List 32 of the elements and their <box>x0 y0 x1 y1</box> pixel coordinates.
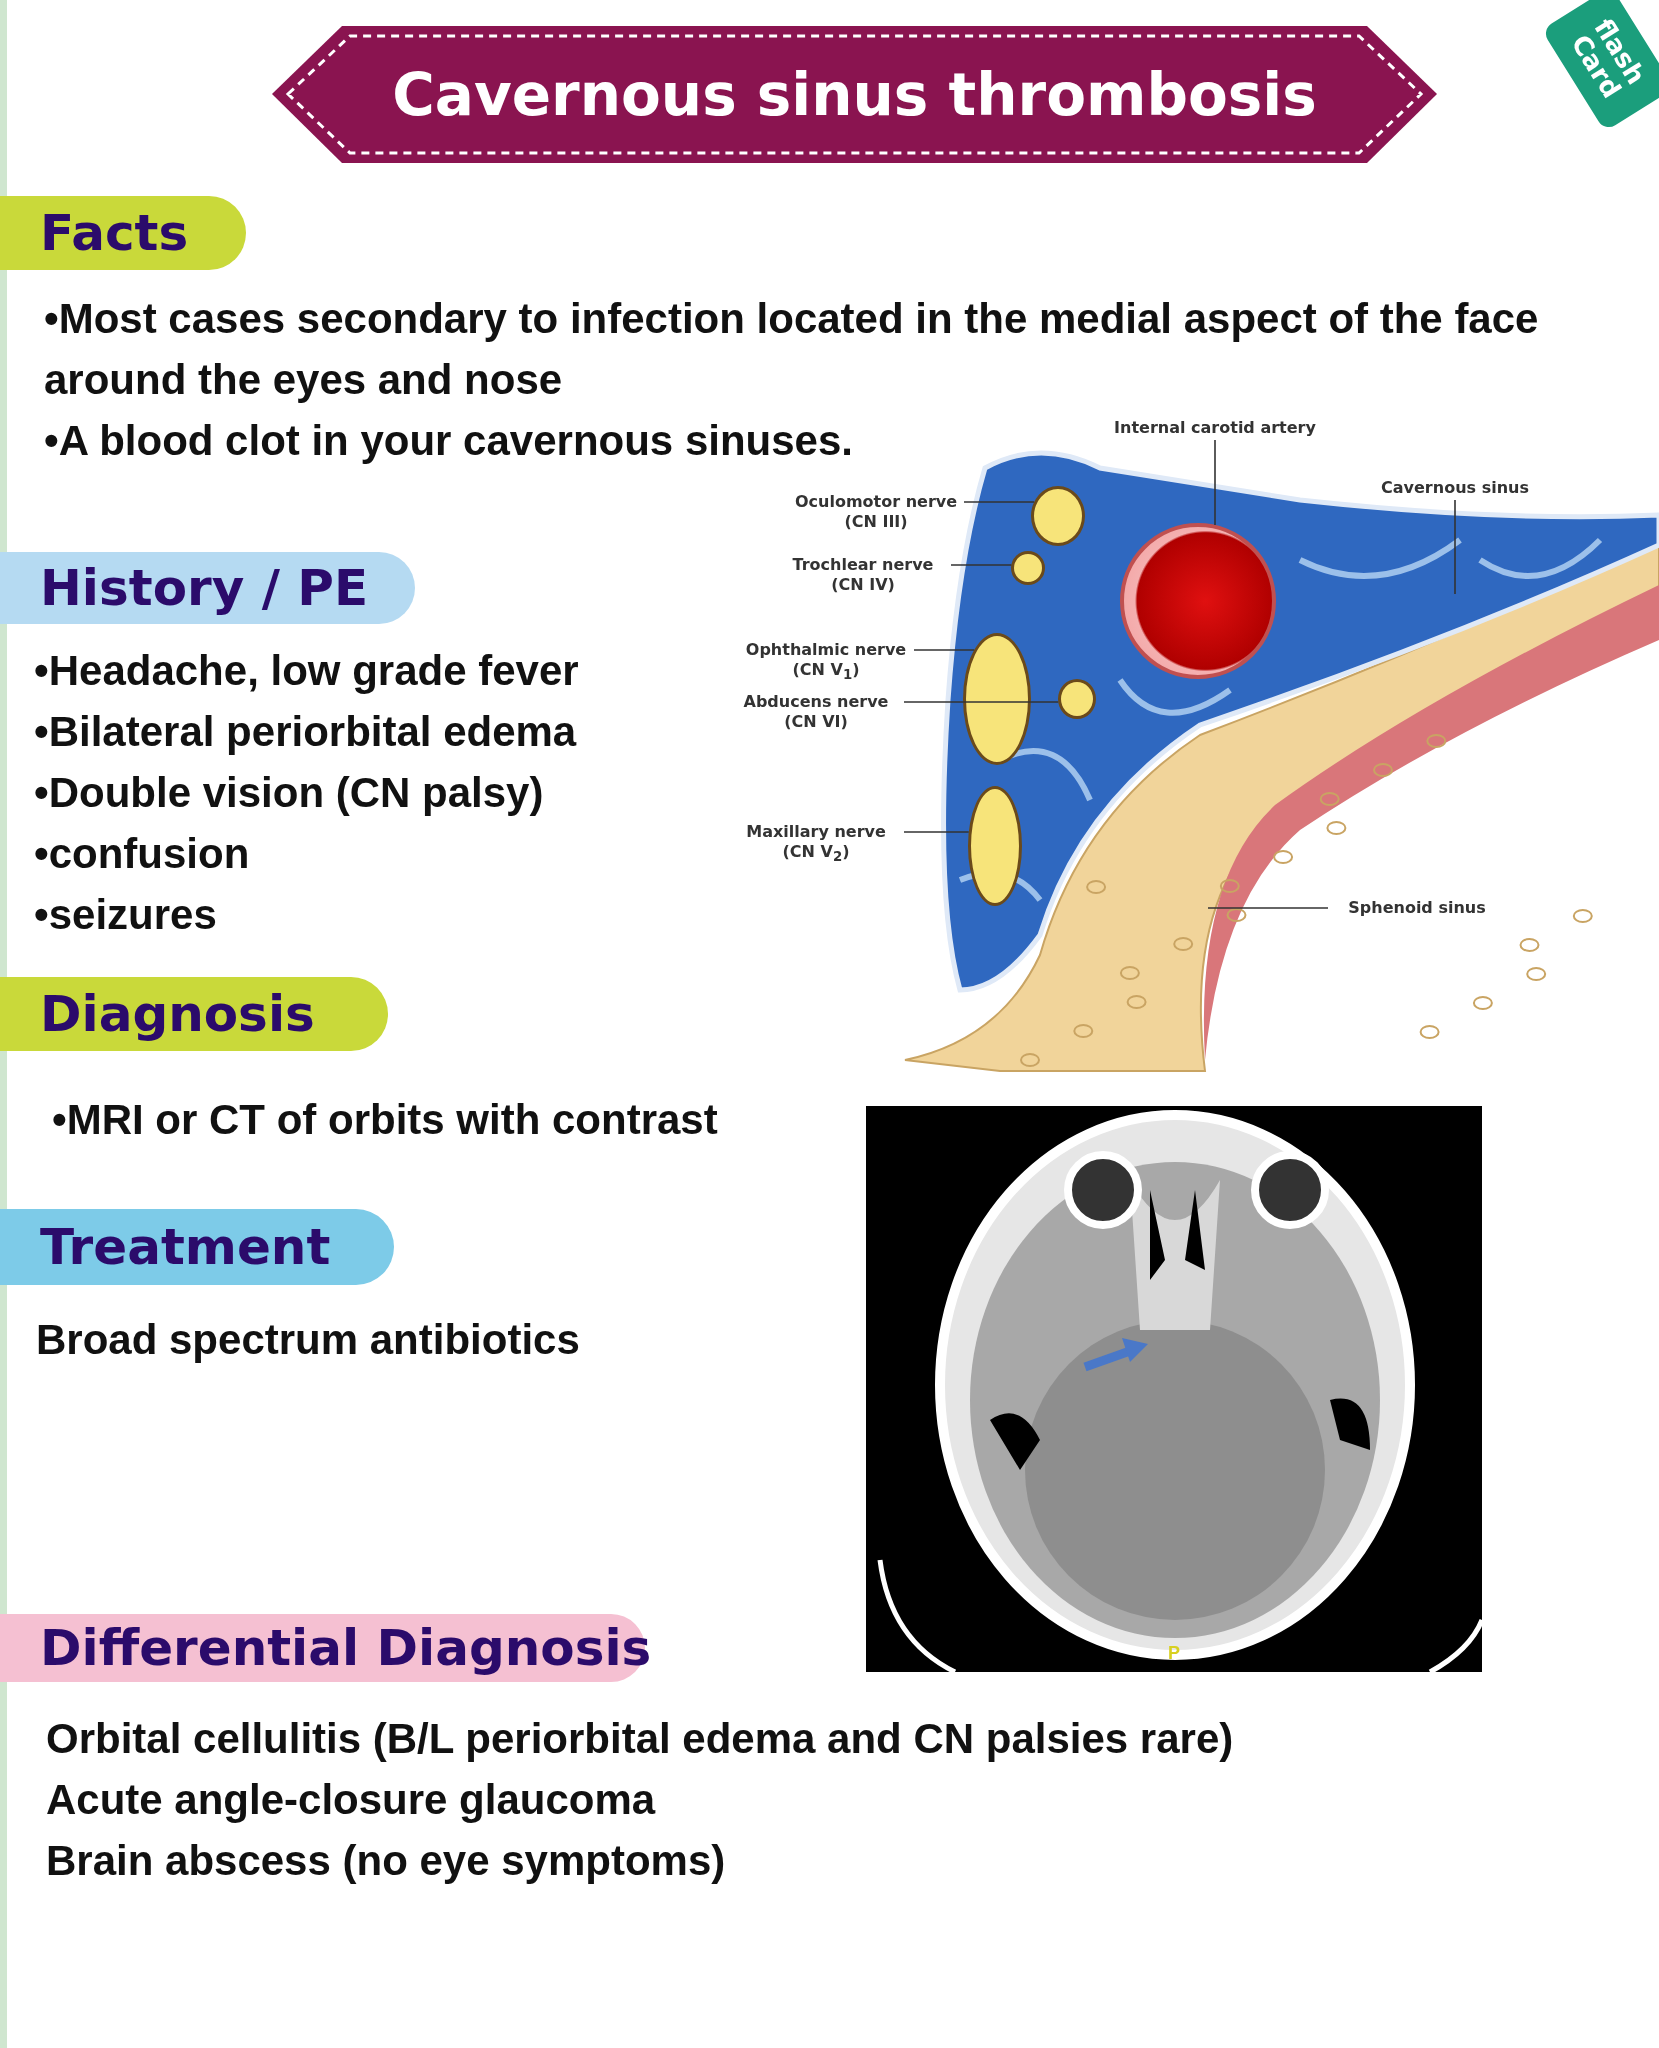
bullet-text: •seizures <box>34 890 218 940</box>
part-label: Maxillary nerve (CN V$_{2}$) <box>732 822 900 868</box>
part-label: Sphenoid sinus <box>1332 898 1502 918</box>
section-heading: Diagnosis <box>0 977 388 1051</box>
part-label: Internal carotid artery <box>1100 418 1330 438</box>
part-label: Ophthalmic nerve (CN V$_{1}$) <box>742 640 910 686</box>
bullet-text: •Bilateral periorbital edema <box>34 707 578 757</box>
bullet-text: •A blood clot in your cavernous sinuses. <box>44 416 854 466</box>
leader-line <box>1214 439 1216 526</box>
leader-line <box>1454 499 1456 595</box>
bullet-text: •Most cases secondary to infection located in the medial aspect of the face around the eyes and nose <box>44 294 1540 405</box>
section-heading: Treatment <box>0 1209 394 1285</box>
section-heading: Facts <box>0 196 246 270</box>
body-text: Acute angle-closure glaucoma <box>46 1775 657 1825</box>
bullet-text: •confusion <box>34 829 251 879</box>
bullet-text: •Headache, low grade fever <box>34 646 580 696</box>
body-text: Broad spectrum antibiotics <box>36 1315 581 1365</box>
leader-line <box>903 701 1059 703</box>
body-text: Orbital cellulitis (B/L periorbital edema and CN palsies rare) <box>46 1714 1235 1764</box>
leader-line <box>903 831 970 833</box>
scan-marker-letter: P <box>1168 1643 1180 1664</box>
title-banner: Cavernous sinus thrombosis <box>272 26 1437 163</box>
leader-line <box>1207 907 1329 909</box>
bullet-text: •MRI or CT of orbits with contrast <box>52 1095 719 1145</box>
part-label: Oculomotor nerve (CN III) <box>792 492 960 532</box>
part-label: Trochlear nerve (CN IV) <box>779 555 947 595</box>
part-label: Abducens nerve (CN VI) <box>732 692 900 732</box>
section-heading: History / PE <box>0 552 415 624</box>
bullet-text: •Double vision (CN palsy) <box>34 768 545 818</box>
part-label: Cavernous sinus <box>1370 478 1540 498</box>
leader-line <box>913 649 975 651</box>
body-text: Brain abscess (no eye symptoms) <box>46 1836 727 1886</box>
